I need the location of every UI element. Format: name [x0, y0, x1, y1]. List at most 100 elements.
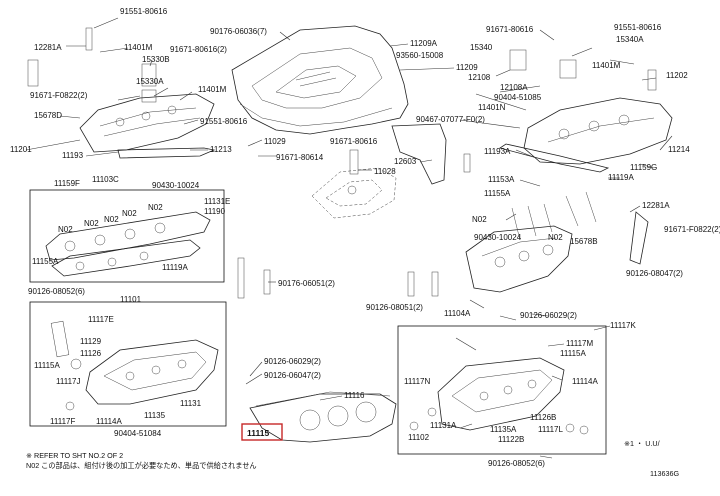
right-camshaft-drawing	[465, 191, 649, 293]
part-label: 11117L	[538, 425, 563, 434]
part-label: 11209A	[410, 39, 438, 48]
part-label: 91671-80616	[486, 25, 534, 34]
part-label: 93560-15008	[396, 51, 444, 60]
part-label: 90430-10024	[474, 233, 522, 242]
right-cylinder-head-box	[397, 325, 607, 455]
part-label: 15678D	[34, 111, 62, 120]
part-label: 11131A	[430, 421, 457, 430]
part-label: 90126-08047(2)	[626, 269, 683, 278]
part-label: 11126	[80, 349, 102, 358]
part-label: 11213	[210, 145, 232, 154]
part-label: 11117F	[50, 417, 75, 426]
part-label: 91671-80616	[330, 137, 378, 146]
left-cam-cover-drawing	[79, 93, 216, 159]
part-label: 90404-51085	[494, 93, 542, 102]
part-label: 15340A	[616, 35, 644, 44]
part-label: 15678B	[570, 237, 598, 246]
part-label: 12281A	[34, 43, 62, 52]
part-label: 11135A	[490, 425, 517, 434]
part-label: 11202	[666, 71, 688, 80]
diagram-id: 113636G	[650, 469, 679, 478]
part-label: 91551-80616	[120, 7, 168, 16]
part-label: N02	[84, 219, 99, 228]
left-cylinder-head-box	[29, 301, 227, 427]
footnote-n02: N02 この部品は、組付け後の加工が必要なため、単品で供給されません	[26, 461, 257, 470]
part-label: 11153A	[488, 175, 515, 184]
part-label: 11209	[456, 63, 478, 72]
highlighted-part-number: 11115	[247, 428, 270, 438]
part-label: 11104A	[444, 309, 471, 318]
part-label: 11401M	[198, 85, 227, 94]
part-label: 11193A	[484, 147, 511, 156]
part-label: 11126B	[530, 413, 556, 422]
part-label: 90126-08052(6)	[28, 287, 85, 296]
part-label: 11028	[374, 167, 396, 176]
part-label: 11117M	[566, 339, 593, 348]
part-label: 90467-07077-F0(2)	[416, 115, 485, 124]
left-camshaft-box	[29, 189, 225, 283]
part-label: 90430-10024	[152, 181, 200, 190]
engine-cover-drawing	[231, 25, 409, 135]
part-label: 11214	[668, 145, 690, 154]
leader-lines	[25, 17, 673, 459]
part-label: 11115A	[34, 361, 60, 370]
part-label: 90126-06029(2)	[520, 311, 577, 320]
part-label: 11193	[62, 151, 84, 160]
part-label: 11115A	[560, 349, 586, 358]
right-cam-cover-drawing	[499, 97, 673, 173]
part-label: 11401N	[478, 103, 506, 112]
part-label: 90126-08052(6)	[488, 459, 545, 468]
part-label: 11117N	[404, 377, 430, 386]
part-label: 11119A	[608, 173, 634, 182]
part-label: 11102	[408, 433, 430, 442]
part-label: 91671-80614	[276, 153, 324, 162]
part-label: 12603	[394, 157, 417, 166]
part-label: 11117J	[56, 377, 80, 386]
part-label: 91551-80616	[200, 117, 248, 126]
part-labels: 91551-80616 12281A 11401M 15330B 91671-8…	[10, 7, 720, 468]
ghost-intake-outline	[311, 167, 397, 219]
part-label: 91551-80616	[614, 23, 662, 32]
part-label: 90126-06029(2)	[264, 357, 321, 366]
head-gasket-drawing	[249, 391, 397, 443]
part-label: 12108A	[500, 83, 528, 92]
part-label: 90126-08051(2)	[366, 303, 423, 312]
part-label: 11114A	[96, 417, 122, 426]
part-label: 11119A	[162, 263, 188, 272]
part-label: N02	[472, 215, 487, 224]
part-label: 11155A	[32, 257, 59, 266]
part-label: 11029	[264, 137, 286, 146]
part-label: 11117E	[88, 315, 114, 324]
part-label: 15330B	[142, 55, 170, 64]
part-label: 11114A	[572, 377, 598, 386]
part-label: N02	[104, 215, 119, 224]
part-label: 11135	[144, 411, 166, 420]
part-label: 11101	[120, 295, 142, 304]
part-label: 90176-06036(7)	[210, 27, 267, 36]
part-label: 90404-51084	[114, 429, 162, 438]
part-label: 11131E	[204, 197, 230, 206]
part-label: 11116	[344, 391, 365, 400]
part-label: 90126-06047(2)	[264, 371, 321, 380]
part-label: 11117K	[610, 321, 636, 330]
part-label: 91671-F0822(2)	[664, 225, 720, 234]
part-label: N02	[122, 209, 137, 218]
part-label: 12108	[468, 73, 491, 82]
part-label: 11159F	[54, 179, 80, 188]
part-label: 11401M	[124, 43, 153, 52]
highlight-box	[241, 423, 283, 441]
part-label: 12281A	[642, 201, 670, 210]
part-label: 11201	[10, 145, 32, 154]
part-label: 91671-80616(2)	[170, 45, 227, 54]
part-label: 11159G	[630, 163, 657, 172]
part-label: 11401M	[592, 61, 621, 70]
part-label: N02	[58, 225, 73, 234]
part-label: N02	[148, 203, 163, 212]
part-label: 11190	[204, 207, 226, 216]
part-label: 15340	[470, 43, 493, 52]
page-info: ※1 ・ U.U/	[624, 439, 660, 448]
part-label: 11155A	[484, 189, 511, 198]
part-label: 15330A	[136, 77, 164, 86]
part-label: 11131	[180, 399, 202, 408]
